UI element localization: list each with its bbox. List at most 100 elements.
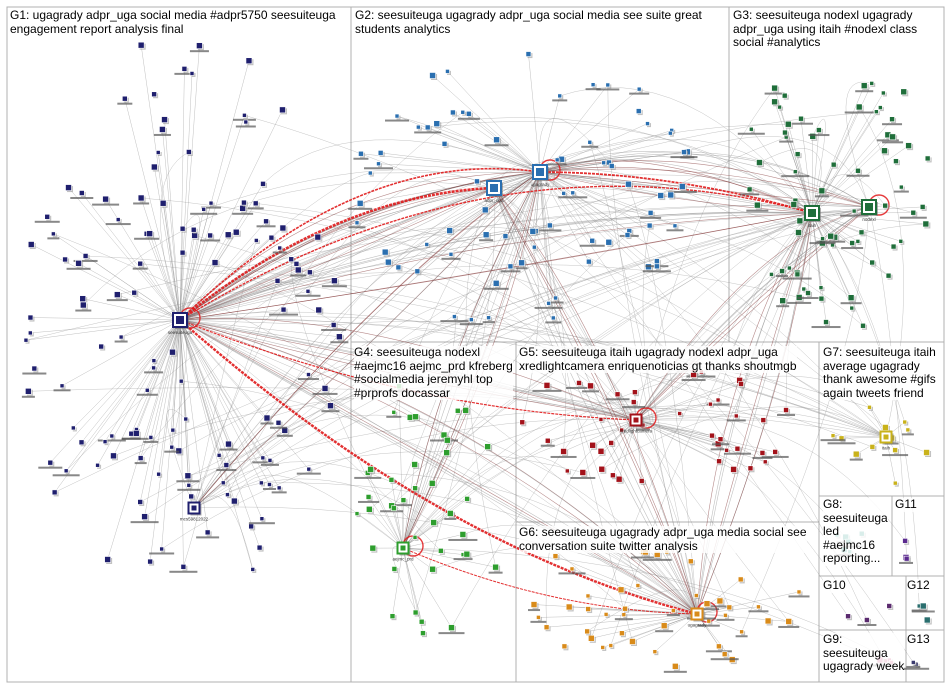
node (448, 624, 455, 631)
node (250, 567, 256, 572)
edge (149, 233, 181, 321)
node (412, 609, 419, 616)
edge (811, 212, 920, 607)
edge (140, 197, 181, 321)
node (204, 529, 211, 536)
edge (539, 171, 609, 243)
node-label (686, 375, 716, 378)
edge (402, 547, 464, 555)
edge (488, 171, 541, 318)
node (492, 279, 500, 287)
node-label (330, 341, 349, 344)
node-label (777, 414, 796, 417)
edge (146, 233, 181, 321)
node (869, 81, 875, 86)
node-label (200, 239, 221, 242)
edge (193, 186, 683, 509)
node (608, 643, 614, 648)
node-label (38, 466, 63, 469)
edge (539, 156, 813, 214)
node (411, 461, 418, 468)
node (889, 133, 896, 141)
node (792, 169, 798, 174)
node (890, 243, 897, 250)
node (922, 220, 930, 228)
node (818, 187, 826, 195)
node (75, 260, 82, 267)
node-label (849, 458, 863, 461)
node-label (483, 287, 509, 290)
node (885, 272, 892, 279)
node (553, 295, 558, 301)
edge (234, 474, 404, 549)
node-label (865, 664, 895, 667)
node (190, 226, 197, 233)
node (852, 450, 860, 458)
edge (147, 319, 181, 391)
node-label (169, 570, 198, 573)
edge (179, 203, 212, 321)
edge (193, 461, 452, 514)
edge (635, 383, 742, 421)
node-label (262, 487, 276, 490)
edge (193, 506, 881, 661)
node (919, 602, 927, 610)
node (756, 159, 763, 166)
edge (539, 84, 608, 173)
node-label (779, 140, 794, 143)
node-label (855, 90, 874, 93)
node (900, 88, 908, 96)
node-label (681, 379, 706, 382)
node-label (558, 196, 588, 199)
edge (418, 126, 541, 173)
node-label (479, 239, 494, 242)
edge (635, 206, 870, 421)
edge (539, 171, 628, 236)
node (667, 191, 675, 199)
node (550, 315, 556, 321)
edge (811, 174, 886, 214)
node-label (312, 392, 338, 395)
node (587, 382, 594, 390)
node (576, 380, 582, 386)
node (694, 593, 699, 598)
node-label (710, 448, 726, 451)
edge (179, 187, 495, 321)
node (80, 301, 87, 309)
node (738, 381, 744, 387)
node (482, 231, 490, 239)
node (796, 589, 802, 595)
node (224, 231, 232, 239)
node (646, 222, 653, 229)
node (305, 288, 311, 294)
node (151, 358, 157, 363)
edge (447, 71, 541, 173)
node (428, 480, 436, 487)
node-label (385, 390, 414, 393)
node (708, 401, 713, 407)
edge (181, 380, 698, 615)
node (584, 628, 590, 635)
node (440, 431, 448, 439)
node-label (846, 174, 870, 177)
edge (179, 264, 800, 321)
node (878, 105, 883, 110)
node (552, 553, 559, 559)
edge (391, 479, 404, 549)
node (118, 334, 124, 340)
group-box-g1 (6, 6, 352, 683)
node (733, 413, 739, 419)
edge (635, 206, 870, 421)
node (889, 660, 894, 665)
edge (179, 291, 309, 321)
edge (555, 555, 698, 615)
node (924, 155, 931, 162)
node (715, 397, 721, 403)
edge (539, 153, 870, 208)
node (414, 268, 421, 275)
node (131, 289, 138, 296)
edge (635, 399, 719, 421)
node (354, 220, 360, 226)
edge (179, 319, 268, 419)
edge (811, 130, 820, 214)
